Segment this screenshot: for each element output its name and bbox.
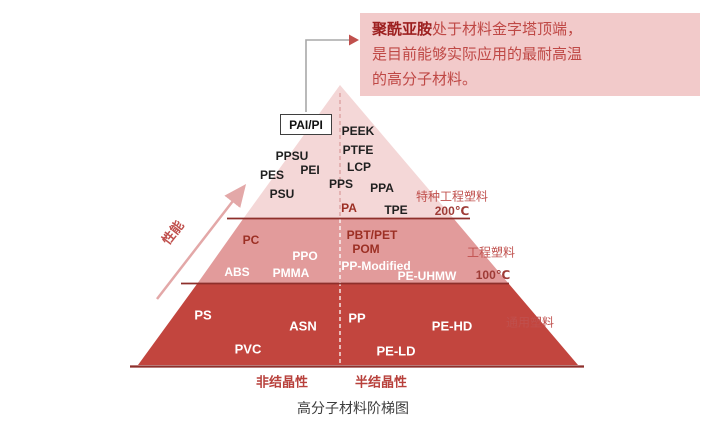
callout-highlight: 聚酰亚胺	[372, 21, 433, 38]
tier-general-band	[138, 284, 578, 365]
material-pom: POM	[352, 242, 380, 256]
material-psu: PSU	[269, 187, 295, 201]
material-pes: PES	[259, 168, 285, 182]
tier-engineering-band	[197, 219, 509, 284]
callout-line1-rest: 处于材料金字塔顶端，	[432, 21, 583, 38]
semi-crystalline-label: 半结晶性	[354, 374, 408, 390]
material-pvc: PVC	[234, 341, 262, 357]
material-abs: ABS	[224, 265, 250, 279]
callout-arrowhead-icon	[349, 34, 359, 46]
material-ppsu: PPSU	[275, 149, 309, 163]
material-peek: PEEK	[341, 124, 375, 138]
callout-line3: 的高分子材料。	[372, 71, 478, 88]
temp-label-200c: 200℃	[434, 204, 470, 218]
callout-box: 聚酰亚胺处于材料金字塔顶端， 是目前能够实际应用的最耐高温 的高分子材料。	[360, 13, 700, 96]
material-tpe: TPE	[384, 203, 408, 217]
material-pa: PA	[341, 201, 357, 215]
material-pp: PP	[348, 310, 366, 326]
callout-line2: 是目前能够实际应用的最耐高温	[372, 46, 583, 63]
material-ptfe: PTFE	[342, 143, 374, 157]
material-ppo: PPO	[292, 249, 318, 263]
tier-label-engineering: 工程塑料	[466, 245, 516, 260]
tier-label-general: 通用塑料	[505, 315, 555, 330]
callout-connector-line	[305, 39, 349, 112]
material-pmma: PMMA	[272, 266, 310, 280]
material-pai-pi-box: PAI/PI	[280, 114, 332, 135]
material-pps: PPS	[328, 177, 354, 191]
material-ps: PS	[194, 307, 212, 323]
material-pe-ld: PE-LD	[376, 343, 416, 359]
material-pbt-pet: PBT/PET	[346, 228, 398, 242]
material-pei: PEI	[300, 163, 320, 177]
performance-arrow	[156, 184, 247, 300]
material-asn: ASN	[289, 318, 317, 334]
material-pe-uhmw: PE-UHMW	[397, 269, 457, 283]
tier-special-band	[243, 85, 454, 219]
material-pp-modified: PP-Modified	[341, 259, 411, 273]
amorphous-label: 非结晶性	[255, 374, 309, 390]
material-pc: PC	[242, 233, 260, 247]
temp-label-100c: 100℃	[475, 268, 511, 282]
diagram-caption: 高分子材料阶梯图	[297, 400, 409, 416]
tier-label-special: 特种工程塑料	[415, 189, 489, 204]
material-lcp: LCP	[347, 160, 371, 174]
material-pe-hd: PE-HD	[431, 318, 473, 334]
material-ppa: PPA	[370, 181, 394, 195]
callout-line1: 聚酰亚胺处于材料金字塔顶端，	[372, 17, 688, 42]
